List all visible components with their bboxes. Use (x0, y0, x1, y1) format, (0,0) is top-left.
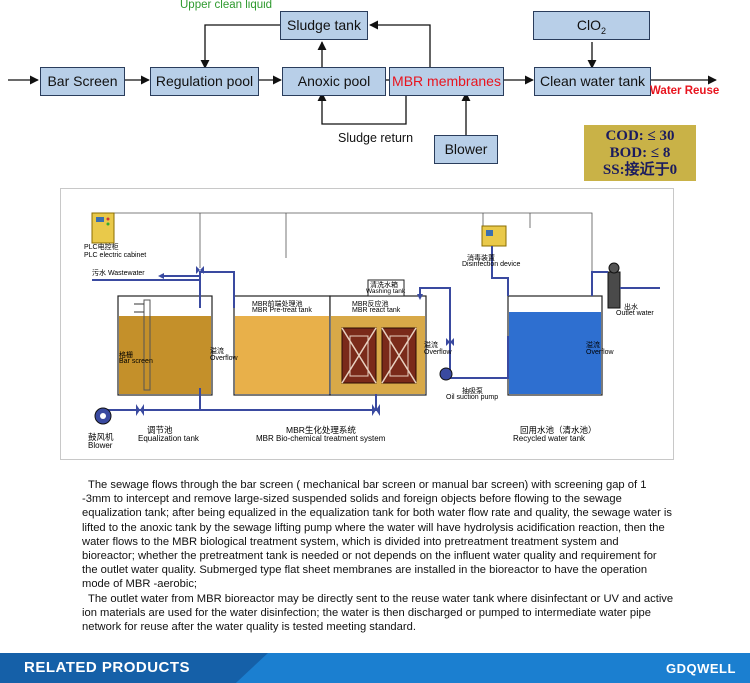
equalization-tank-water (119, 316, 211, 394)
react-cn-label: MBR反应池 (352, 301, 389, 308)
blower-label: Blower (444, 141, 488, 157)
pretreat-en-label: MBR Pre-treat tank (252, 307, 312, 314)
upper-clean-liquid-label: Upper clean liquid (180, 0, 273, 11)
suction-en-label: Oil suction pump (446, 394, 499, 401)
bar-screen-schematic-label: Bar screen (119, 358, 153, 365)
overflow-cn-label-1: 溢流 (210, 348, 224, 355)
suction-pump-icon (439, 367, 453, 381)
process-description: The sewage flows through the bar screen … (82, 478, 674, 634)
sludge-return-label: Sludge return (338, 131, 414, 145)
mbr-membranes-box: MBR membranes (389, 67, 504, 96)
washing-tank (367, 279, 405, 297)
clo2-subscript: 2 (601, 25, 607, 36)
pipes (92, 246, 660, 411)
disinfect-cn-label: 消毒装置 (467, 255, 495, 262)
related-products-link[interactable]: RELATED PRODUCTS (24, 659, 191, 676)
sludge-tank-label: Sludge tank (287, 17, 361, 33)
water-reuse-label: Water Reuse (650, 85, 720, 97)
equalization-en-label: Equalization tank (138, 434, 199, 443)
mbr-system-en-label: MBR Bio-chemical treatment system (256, 434, 386, 443)
clean-water-tank-label: Clean water tank (539, 73, 646, 89)
washing-en-label: Washing tank (366, 288, 406, 295)
outlet-pump-icon (607, 262, 621, 309)
plc-en-label: PLC electric cabinet (84, 252, 147, 259)
process-flow-arrows (8, 20, 717, 135)
brand-logo-text: GDQWELL (666, 661, 736, 676)
equalization-cn-label: 调节池 (147, 425, 173, 435)
outlet-en-label: Outlet water (616, 310, 654, 317)
recycled-water (509, 312, 601, 394)
outlet-cn-label: 出水 (624, 304, 638, 311)
clo2-box: ClO2 (533, 11, 650, 40)
related-products-bar: RELATED PRODUCTS GDQWELL (0, 653, 750, 683)
overflow-cn-label-3: 溢流 (586, 342, 600, 349)
mbr-membranes-label: MBR membranes (392, 73, 501, 89)
wastewater-label: 污水 Wastewater (92, 270, 145, 277)
treatment-schematic (60, 188, 674, 460)
recycled-cn-label: 回用水池（清水池） (520, 425, 597, 435)
cod-value: COD: ≤ 30 (605, 128, 675, 144)
disinfect-en-label: Disinfection device (462, 261, 521, 268)
washing-cn-label: 清洗水箱 (370, 282, 398, 289)
description-paragraph-2: The outlet water from MBR bioreactor may… (82, 592, 674, 634)
regulation-pool-box: Regulation pool (150, 67, 259, 96)
membrane-modules (341, 327, 417, 384)
disinfection-device-icon (481, 225, 507, 247)
plc-cabinet-icon (91, 212, 115, 244)
pretreat-cn-label: MBR前端处理池 (252, 301, 303, 308)
flow-arrows (158, 273, 423, 300)
mbr-system-cn-label: MBR生化处理系统 (286, 425, 356, 435)
sludge-tank-box: Sludge tank (280, 11, 368, 40)
plc-cn-label: PLC电控柜 (84, 244, 119, 251)
suction-cn-label: 抽吸泵 (462, 388, 483, 395)
regulation-pool-label: Regulation pool (155, 73, 254, 89)
description-paragraph-1: The sewage flows through the bar screen … (82, 479, 672, 591)
anoxic-pool-label: Anoxic pool (297, 73, 371, 89)
bar-screen-box: Bar Screen (40, 67, 125, 96)
blower-icon (94, 407, 112, 425)
effluent-quality-panel: COD: ≤ 30 BOD: ≤ 8 SS:接近于0 (584, 125, 696, 181)
footer-dark-band (0, 653, 268, 683)
overflow-en-label-2: Overflow (424, 349, 452, 356)
blower-en-label: Blower (88, 441, 113, 450)
overflow-cn-label-2: 溢流 (424, 342, 438, 349)
clo2-label: ClO (576, 17, 602, 33)
valves (136, 266, 454, 416)
clean-water-tank-box: Clean water tank (534, 67, 651, 96)
bar-screen-label: Bar Screen (47, 73, 118, 89)
recycled-en-label: Recycled water tank (513, 434, 586, 443)
overflow-en-label-3: Overflow (586, 349, 614, 356)
blower-cn-label: 鼓风机 (88, 432, 114, 442)
react-en-label: MBR react tank (352, 307, 401, 314)
grid-cn-label: 格栅 (119, 352, 133, 359)
pretreat-tank-water (235, 316, 329, 394)
anoxic-pool-box: Anoxic pool (282, 67, 386, 96)
overflow-en-label-1: Overflow (210, 355, 238, 362)
blower-box: Blower (434, 135, 498, 164)
ss-value: SS:接近于0 (602, 162, 678, 178)
bod-value: BOD: ≤ 8 (609, 145, 671, 161)
